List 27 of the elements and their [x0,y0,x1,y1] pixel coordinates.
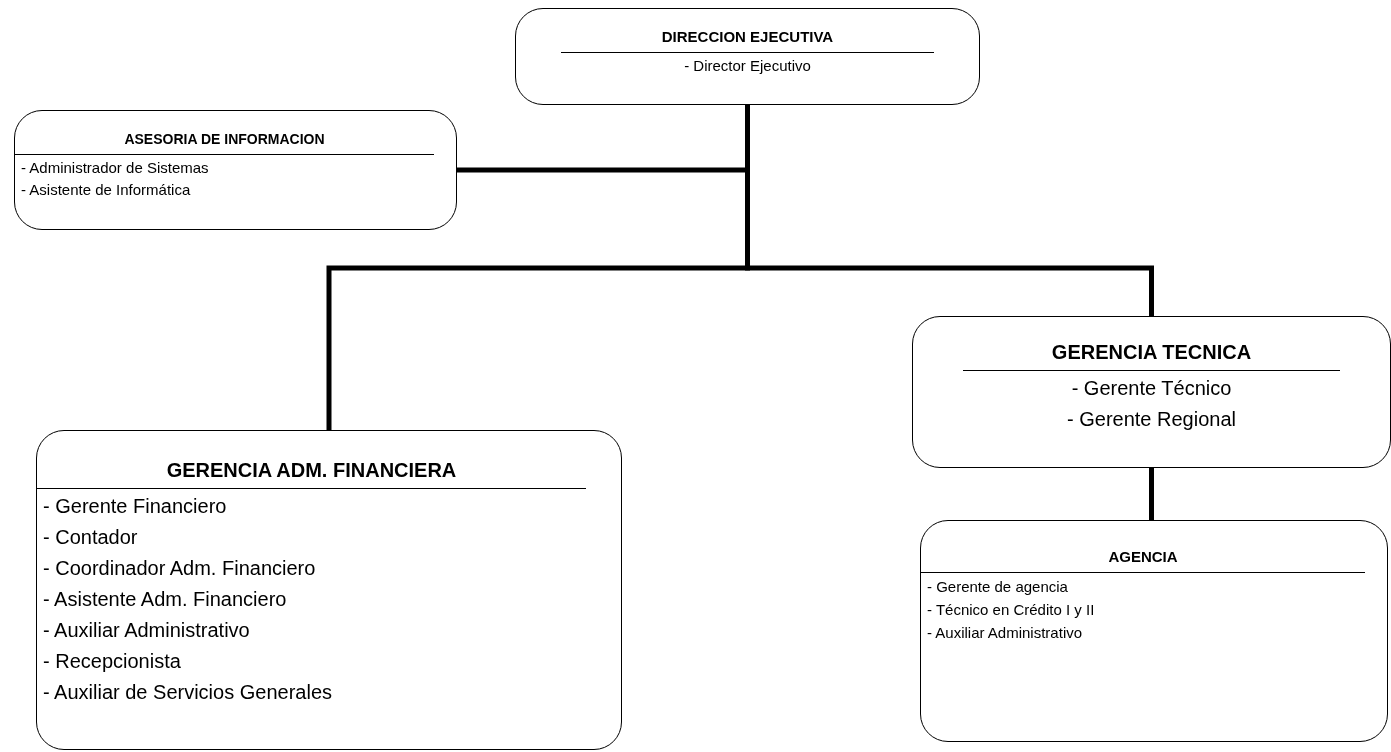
role-text: - Administrador de Sistemas [21,158,209,178]
role-text: - Auxiliar Administrativo [43,618,250,643]
role-text: - Director Ejecutivo [684,56,811,76]
box-heading: ASESORIA DE INFORMACION [124,131,325,147]
role-text: - Recepcionista [43,649,181,674]
role-text: - Asistente Adm. Financiero [43,587,287,612]
org-box [515,8,980,105]
role-text: - Coordinador Adm. Financiero [43,556,316,581]
role-text: - Gerente Regional [1067,407,1236,432]
org-box [36,430,622,750]
org-box [14,110,457,230]
role-text: - Técnico en Crédito I y II [927,600,1095,620]
role-text: - Asistente de Informática [21,180,191,200]
role-text: - Gerente de agencia [927,577,1068,597]
box-heading: GERENCIA TECNICA [1051,341,1252,363]
role-text: - Auxiliar de Servicios Generales [43,680,332,705]
role-text: - Gerente Técnico [1071,376,1232,401]
role-text: - Gerente Financiero [43,494,227,519]
org-box [912,316,1391,468]
connector-line [745,105,1154,316]
connector-line [1149,468,1154,520]
role-text: - Auxiliar Administrativo [927,623,1083,643]
role-text: - Contador [43,525,138,550]
box-heading: GERENCIA ADM. FINANCIERA [166,459,457,481]
box-heading: DIRECCION EJECUTIVA [661,28,834,45]
org-box [920,520,1388,742]
box-heading: AGENCIA [1108,548,1178,565]
